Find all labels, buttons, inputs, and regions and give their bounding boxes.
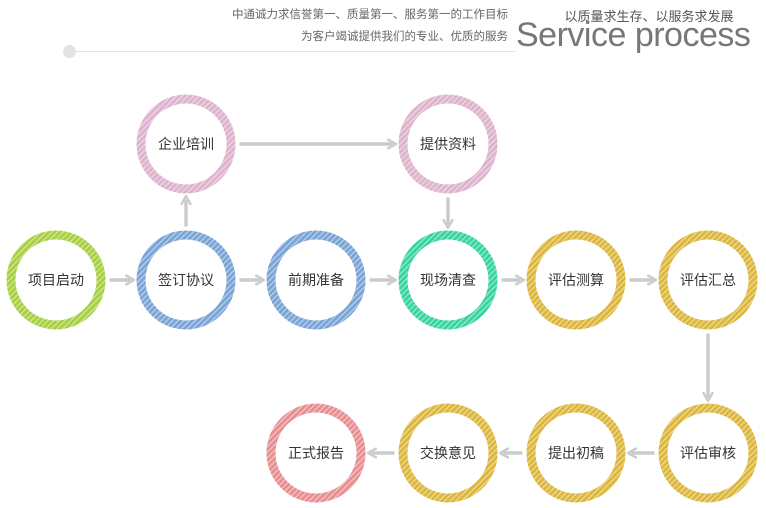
- node-label: 企业培训: [158, 136, 214, 153]
- flow-node-appraisal-review: 评估审核: [658, 403, 758, 503]
- node-label: 现场清查: [420, 273, 476, 289]
- header-slogan-line2: 为客户竭诚提供我们的专业、优质的服务: [301, 29, 508, 43]
- node-ring: [658, 403, 758, 503]
- flow-node-enterprise-training: 企业培训: [136, 94, 236, 194]
- node-fill: [141, 99, 231, 189]
- node-ring: [526, 403, 626, 503]
- node-fill: [531, 408, 621, 498]
- node-fill: [663, 235, 753, 325]
- node-ring: [6, 230, 106, 330]
- header-subtitle: 以质量求生存、以服务求发展: [564, 10, 734, 25]
- flow-node-site-inspection: 现场清查: [398, 230, 498, 330]
- node-ring: [266, 403, 366, 503]
- node-fill: [403, 408, 493, 498]
- header-divider: [70, 51, 516, 52]
- flow-node-draft-submission: 提出初稿: [526, 403, 626, 503]
- flow-node-provide-materials: 提供资料: [398, 94, 498, 194]
- node-fill: [141, 235, 231, 325]
- divider-dot: [63, 45, 76, 58]
- node-label: 提出初稿: [548, 445, 604, 462]
- node-label: 项目启动: [28, 273, 84, 289]
- node-ring: [136, 230, 236, 330]
- node-fill: [403, 99, 493, 189]
- flow-node-formal-report: 正式报告: [266, 403, 366, 503]
- flow-node-appraisal-summary: 评估汇总: [658, 230, 758, 330]
- flow-node-preparation: 前期准备: [266, 230, 366, 330]
- node-ring: [658, 230, 758, 330]
- node-label: 签订协议: [158, 272, 214, 289]
- node-fill: [531, 235, 621, 325]
- flow-node-project-start: 项目启动: [6, 230, 106, 330]
- node-label: 前期准备: [288, 272, 344, 289]
- node-fill: [11, 235, 101, 325]
- flow-node-sign-agreement: 签订协议: [136, 230, 236, 330]
- node-label: 正式报告: [288, 446, 344, 462]
- flow-node-appraisal-calc: 评估测算: [526, 230, 626, 330]
- node-fill: [663, 408, 753, 498]
- page-title: Service process: [516, 16, 751, 54]
- flow-node-exchange-opinions: 交换意见: [398, 403, 498, 503]
- node-ring: [136, 94, 236, 194]
- node-label: 评估汇总: [680, 273, 736, 289]
- node-ring: [266, 230, 366, 330]
- header-slogan-line1: 中通诚力求信誉第一、质量第一、服务第一的工作目标: [232, 7, 508, 21]
- node-label: 交换意见: [420, 445, 476, 462]
- node-label: 评估测算: [548, 273, 604, 289]
- node-fill: [403, 235, 493, 325]
- flow-edges: [109, 144, 709, 453]
- node-ring: [398, 230, 498, 330]
- node-ring: [398, 403, 498, 503]
- node-fill: [271, 408, 361, 498]
- node-ring: [526, 230, 626, 330]
- node-fill: [271, 235, 361, 325]
- node-label: 评估审核: [680, 446, 736, 462]
- node-label: 提供资料: [420, 137, 476, 153]
- node-ring: [398, 94, 498, 194]
